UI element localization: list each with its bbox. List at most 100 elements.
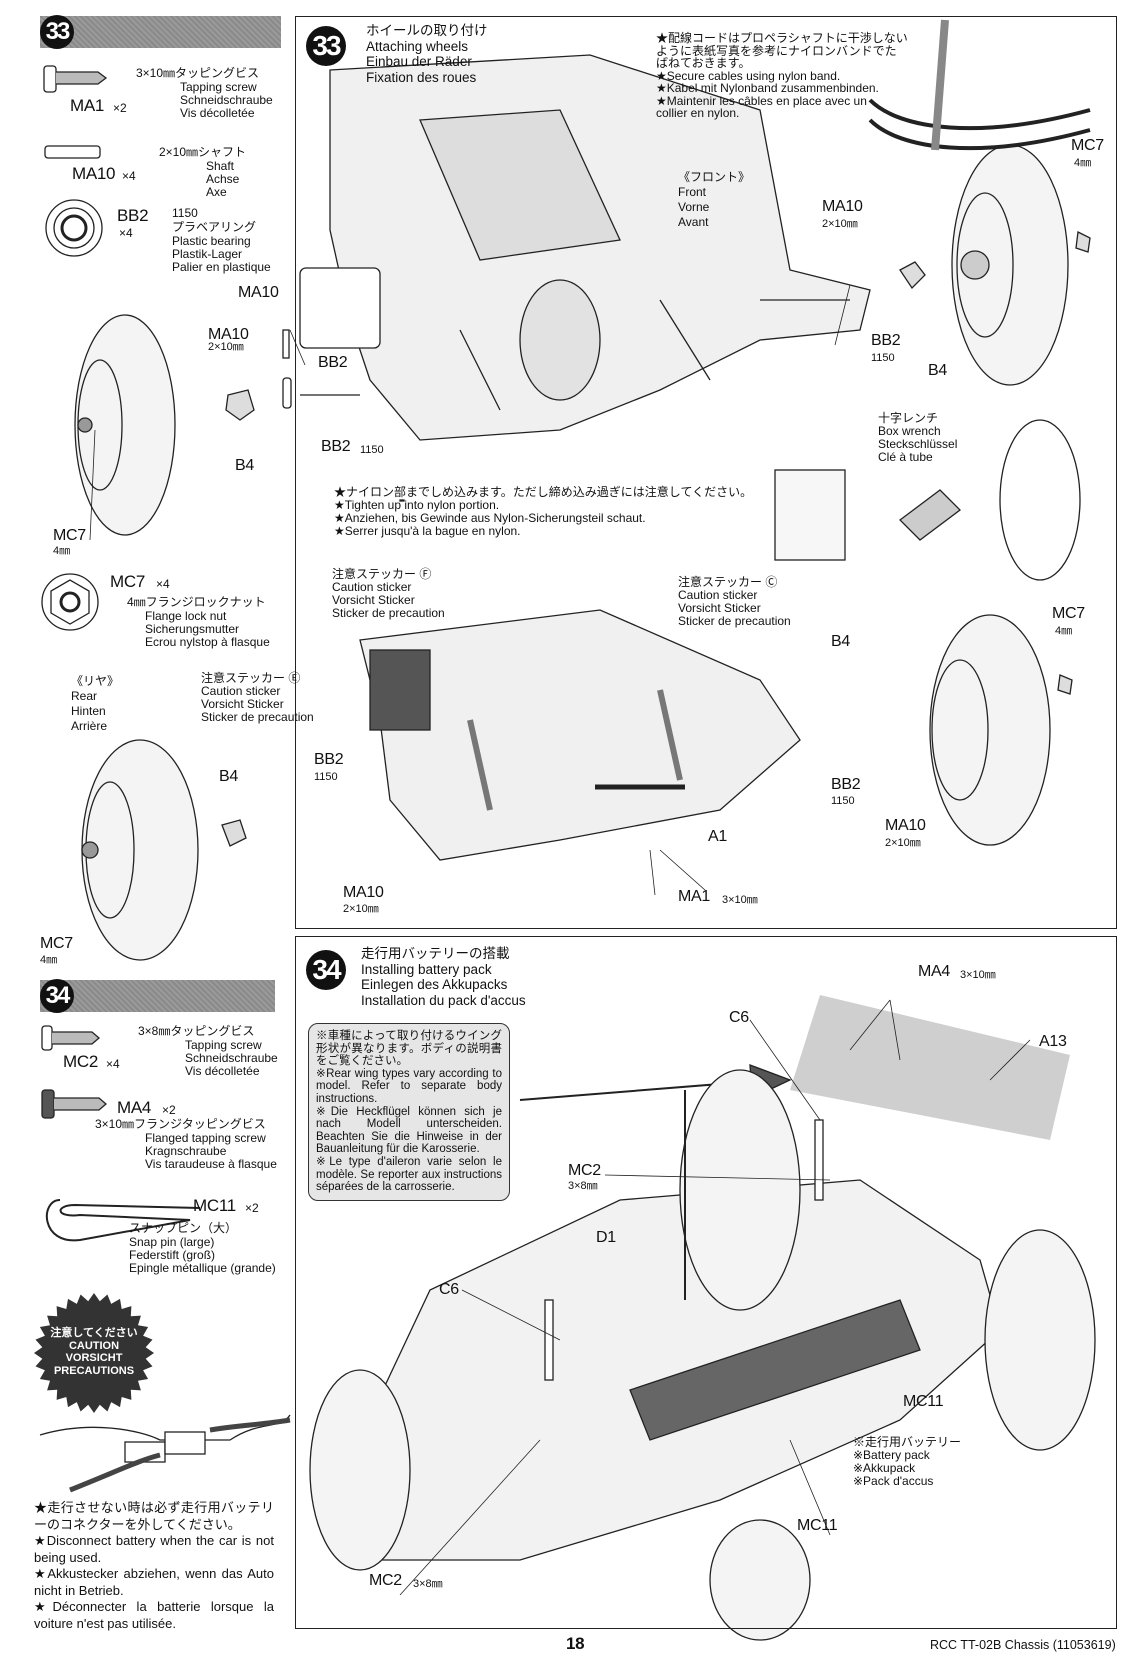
sticker-e-ja: 注意ステッカー Ⓔ (201, 671, 301, 685)
title-de: Einbau der Räder (366, 54, 472, 69)
label-mc7-rr-size: 4㎜ (1055, 625, 1073, 637)
sticker-c-de: Vorsicht Sticker (678, 601, 761, 615)
ma10-desc-fr: Axe (206, 185, 227, 199)
bb2-code: BB2 (117, 206, 149, 225)
wrench-ja: 十字レンチ (878, 411, 939, 425)
nylon-note-de: ★Anziehen, bis Gewinde aus Nylon-Sicheru… (334, 511, 646, 525)
label-b4-fr: B4 (928, 362, 947, 379)
bb2-desc-en: Plastic bearing (172, 234, 251, 248)
wing-note-de: ※Die Heckflügel können sich je nach Mode… (316, 1105, 502, 1156)
cable-note-de: ★Kabel mit Nylonband zusammenbinden. (656, 81, 879, 95)
label-b4-rr: B4 (831, 633, 850, 650)
disconnect-battery-note: ★走行させない時は必ず走行用バッテリーのコネクターを外してください。 ★Disc… (34, 1500, 274, 1632)
label-c6-top: C6 (729, 1009, 749, 1026)
ma4-code: MA4 (117, 1098, 152, 1117)
ma10-desc-de: Achse (206, 172, 240, 186)
wrench-fr: Clé à tube (878, 450, 933, 464)
label-b4-fl: B4 (235, 457, 254, 474)
label-mc2-bottom-size: 3×8㎜ (413, 1578, 443, 1590)
ma4-desc-de: Kragnschraube (145, 1144, 227, 1158)
label-bb2-rl-num: 1150 (314, 771, 338, 783)
label-ma10-fl-size: 2×10㎜ (208, 341, 244, 353)
disconnect-de: ★Akkustecker abziehen, wenn das Auto nic… (34, 1566, 274, 1598)
bearing-icon (45, 199, 103, 257)
sticker-e-en: Caution sticker (201, 684, 281, 698)
label-mc7-rl-size: 4㎜ (40, 954, 58, 966)
mc11-desc-fr: Epingle métallique (grande) (129, 1261, 276, 1275)
label-mc11-right: MC11 (903, 1393, 944, 1410)
sticker-c-en: Caution sticker (678, 588, 758, 602)
label-ma10-fl-top: MA10 (238, 284, 279, 301)
wheel-front-left (74, 314, 176, 536)
hub-parts-front-left (225, 329, 360, 421)
label-ma4-size: 3×10㎜ (960, 969, 996, 981)
rear-fr: Arrière (71, 719, 108, 733)
mc2-code: MC2 (63, 1052, 98, 1071)
label-ma10-rr: MA10 (885, 817, 926, 834)
caution-starburst-icon (34, 1293, 154, 1413)
bb2-desc-ja: プラベアリング (172, 220, 257, 234)
caution-en: CAUTION (68, 1339, 120, 1352)
cable-note-fr1: ★Maintenir les câbles en place avec un (656, 93, 867, 108)
rear-de: Hinten (71, 704, 106, 718)
mc7-desc-en: Flange lock nut (145, 609, 227, 623)
front-de: Vorne (678, 200, 710, 214)
label-mc2-top: MC2 (568, 1162, 601, 1179)
wrench-en: Box wrench (878, 424, 941, 438)
tapping-screw-small-icon (41, 1025, 100, 1051)
label-mc7-fr-size: 4㎜ (1074, 157, 1092, 169)
sticker-f-ja: 注意ステッカー Ⓕ (332, 567, 432, 581)
sticker-f-en: Caution sticker (332, 580, 412, 594)
flanged-screw-icon (41, 1089, 107, 1119)
wrench-de: Steckschlüssel (878, 437, 958, 451)
label-ma10-fr: MA10 (822, 198, 863, 215)
front-en: Front (678, 185, 707, 199)
step34-frame (295, 936, 1117, 1629)
mc11-code: MC11 (193, 1196, 236, 1215)
label-bb2-rr: BB2 (831, 776, 861, 793)
label-ma10-rr-size: 2×10㎜ (885, 837, 921, 849)
label-c6: C6 (439, 1281, 459, 1298)
label-mc7-rl: MC7 (40, 935, 73, 952)
ma10-desc-ja: 2×10㎜シャフト (159, 145, 247, 159)
bb2-number: 1150 (172, 206, 198, 220)
front-fr: Avant (678, 215, 709, 229)
flange-nut-icon (41, 573, 99, 631)
sticker-c-label: 注意ステッカー Ⓒ Caution sticker Vorsicht Stick… (678, 576, 791, 628)
label-bb2-fl2-num: 1150 (360, 444, 384, 456)
cable-note-en: ★Secure cables using nylon band. (656, 68, 841, 83)
ma1-code: MA1 (70, 96, 105, 115)
ma10-qty: ×4 (122, 169, 136, 183)
battery-fr: ※Pack d'accus (853, 1474, 934, 1488)
ma1-desc-ja: 3×10㎜タッピングビス (136, 66, 260, 80)
rear-label: 《リヤ》 Rear Hinten Arrière (71, 674, 119, 734)
disconnect-en: ★Disconnect battery when the car is not … (34, 1533, 274, 1565)
ma4-desc-en: Flanged tapping screw (145, 1131, 266, 1145)
mc7-desc-fr: Ecrou nylstop à flasque (145, 635, 270, 649)
label-d1: D1 (596, 1229, 616, 1246)
title-fr: Fixation des roues (366, 69, 477, 85)
caution-badge: 注意してください CAUTION VORSICHT PRECAUTIONS (34, 1293, 154, 1413)
mc11-qty: ×2 (245, 1201, 259, 1215)
nylon-note: ★ナイロン部までしめ込みます。ただし締め込み過ぎには注意してください。 ★Tig… (334, 486, 752, 538)
cable-note-ja1: ★配線コードはプロペラシャフトに干渉しない (656, 31, 908, 45)
sticker-e-label: 注意ステッカー Ⓔ Caution sticker Vorsicht Stick… (201, 672, 314, 724)
bb2-desc-de: Plastik-Lager (172, 247, 243, 261)
sticker-f-de: Vorsicht Sticker (332, 593, 415, 607)
label-bb2-fl2: BB2 (321, 438, 351, 455)
ma10-desc-en: Shaft (206, 159, 235, 173)
rear-chassis (359, 609, 801, 861)
ma4-desc-ja: 3×10㎜フランジタッピングビス (95, 1117, 266, 1131)
mc2-qty: ×4 (106, 1057, 120, 1071)
tapping-screw-icon (43, 65, 108, 93)
label-ma10-rl: MA10 (343, 884, 384, 901)
bb2-desc-fr: Palier en plastique (172, 260, 271, 274)
step33-parts-header (40, 16, 281, 48)
label-mc11-bottom: MC11 (797, 1517, 838, 1534)
step34-parts-header (40, 980, 275, 1012)
title-de: Einlegen des Akkupacks (361, 977, 508, 992)
label-mc2-bottom: MC2 (369, 1572, 402, 1589)
nylon-note-en: ★Tighten up into nylon portion. (334, 498, 500, 512)
label-mc7-fl: MC7 (53, 527, 86, 544)
ma10-code: MA10 (72, 164, 116, 183)
